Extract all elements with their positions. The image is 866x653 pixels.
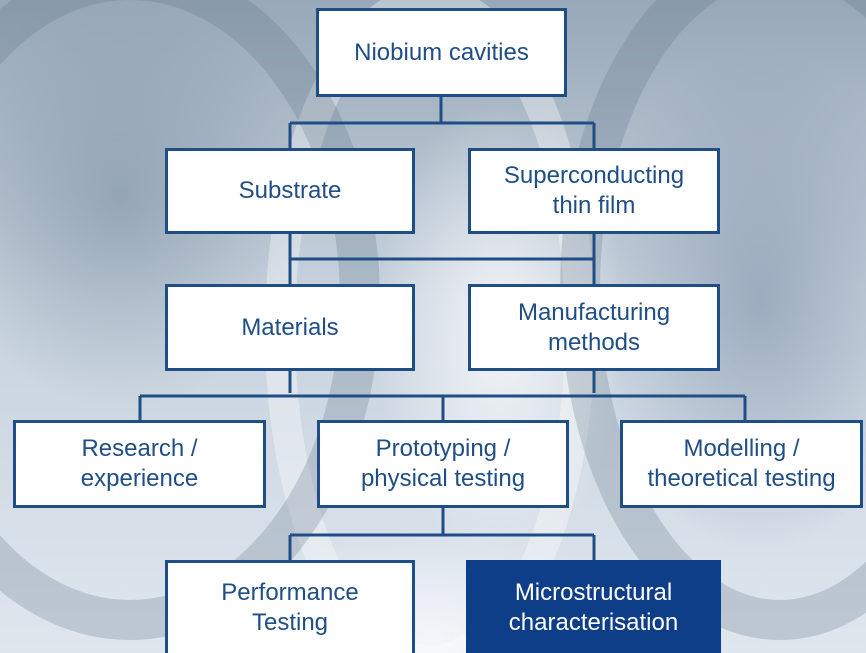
node-prototyping-physical-testing: Prototyping / physical testing xyxy=(317,420,569,508)
node-label-line-2: physical testing xyxy=(360,465,526,492)
node-performance-testing: Performance Testing xyxy=(165,560,415,653)
node-label-line-1: Performance xyxy=(221,579,359,606)
node-modelling-theoretical-testing: Modelling / theoretical testing xyxy=(620,420,863,508)
node-label-line-1: Superconducting xyxy=(503,162,685,189)
node-label-line-2: methods xyxy=(547,328,641,356)
node-superconducting-thin-film: Superconducting thin film xyxy=(468,148,720,234)
node-substrate: Substrate xyxy=(165,148,415,234)
node-label-line-1: Manufacturing xyxy=(517,298,671,326)
node-label-line-2: experience xyxy=(80,465,199,492)
node-microstructural-characterisation: Microstructural characterisation xyxy=(466,560,721,653)
node-label-line-2: characterisation xyxy=(508,609,679,636)
node-research-experience: Research / experience xyxy=(13,420,266,508)
node-label-line-2: Testing xyxy=(251,609,329,636)
node-label-line-2: thin film xyxy=(552,192,636,219)
node-label-line-1: Prototyping / xyxy=(375,435,511,462)
node-label: Substrate xyxy=(238,177,342,204)
node-label-line-1: Research / xyxy=(81,435,198,462)
node-label: Niobium cavities xyxy=(354,38,529,66)
node-manufacturing-methods: Manufacturing methods xyxy=(468,284,720,371)
node-label-line-2: theoretical testing xyxy=(647,465,836,492)
node-label: Materials xyxy=(241,313,339,341)
node-label-line-1: Modelling / xyxy=(683,435,800,462)
node-materials: Materials xyxy=(165,284,415,371)
node-label-line-1: Microstructural xyxy=(514,579,673,606)
node-niobium-cavities: Niobium cavities xyxy=(316,8,567,97)
